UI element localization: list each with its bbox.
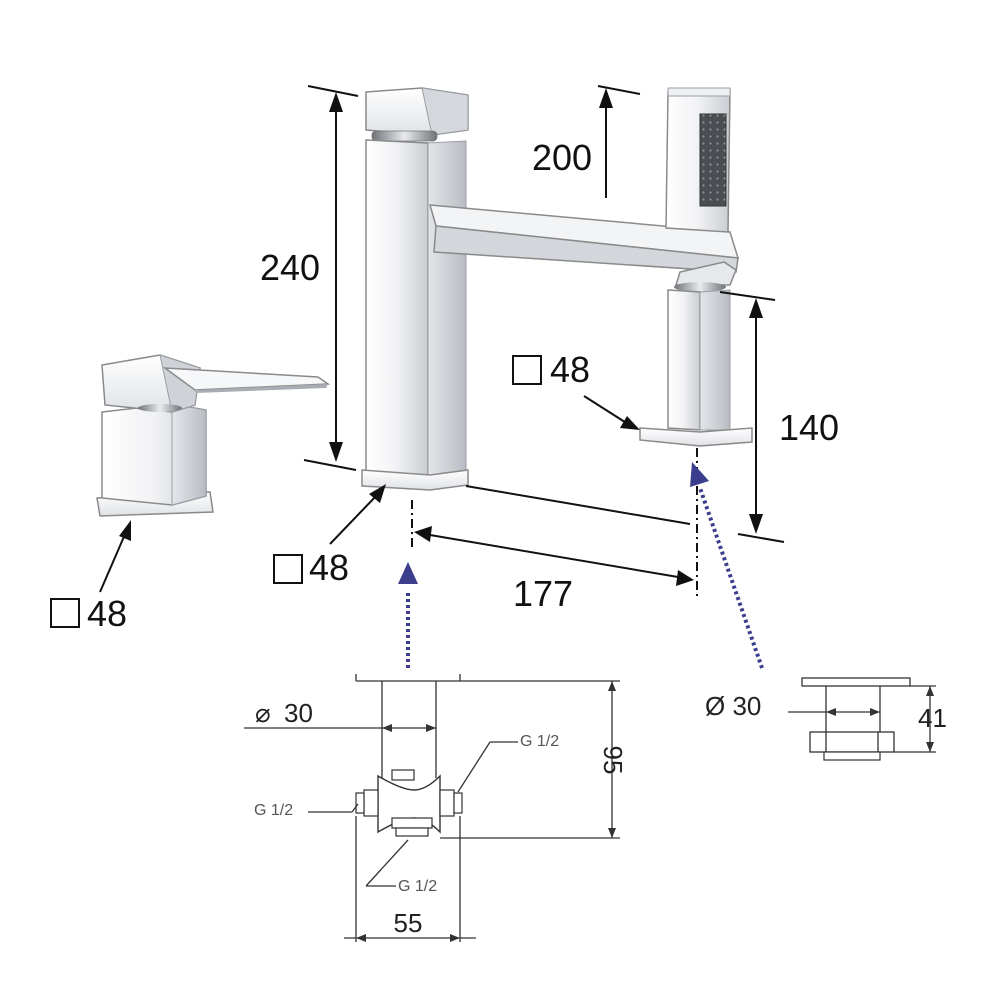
dimension-holder-height: 140 xyxy=(719,291,839,543)
spout-base-square-annotation: 48 xyxy=(273,484,386,588)
handshower-height-label: 200 xyxy=(532,137,592,178)
mixer-lever-handle xyxy=(96,354,331,517)
square-symbol-icon xyxy=(512,355,542,385)
dimension-pillar-height: 240 xyxy=(260,85,359,471)
dimension-handshower-height: 200 xyxy=(532,85,641,198)
thread-right-label: G 1/2 xyxy=(520,733,559,750)
pipe-diameter-label: 30 xyxy=(284,698,313,728)
arrow-up-dotted-icon xyxy=(690,462,764,669)
holder-base-detail: Ø 30 41 xyxy=(705,677,947,761)
diameter-symbol-icon: ⌀ xyxy=(255,698,271,728)
mixer-base-square-label: 48 xyxy=(87,593,127,634)
holder-diameter-label: Ø 30 xyxy=(705,691,761,721)
thread-left-label: G 1/2 xyxy=(254,802,293,819)
holder-base-square-annotation: 48 xyxy=(512,349,640,430)
handshower xyxy=(639,87,753,447)
center-distance-label: 177 xyxy=(513,573,573,614)
thread-bottom-label: G 1/2 xyxy=(398,878,437,895)
arrow-up-dotted-icon xyxy=(398,562,418,668)
spout-base-square-label: 48 xyxy=(309,547,349,588)
spout-pillar xyxy=(361,87,740,491)
pillar-height-label: 240 xyxy=(260,247,320,288)
body-height-label: 95 xyxy=(598,746,628,775)
body-width-label: 55 xyxy=(394,908,423,938)
concealed-body-detail: ⌀ 30 95 55 G 1/2 G 1/2 G 1 xyxy=(244,674,628,942)
holder-base-square-label: 48 xyxy=(550,349,590,390)
holder-height-label: 140 xyxy=(779,407,839,448)
square-symbol-icon xyxy=(273,554,303,584)
holder-height-detail-label: 41 xyxy=(918,703,947,733)
square-symbol-icon xyxy=(50,598,80,628)
mixer-base-square-annotation: 48 xyxy=(50,520,131,634)
